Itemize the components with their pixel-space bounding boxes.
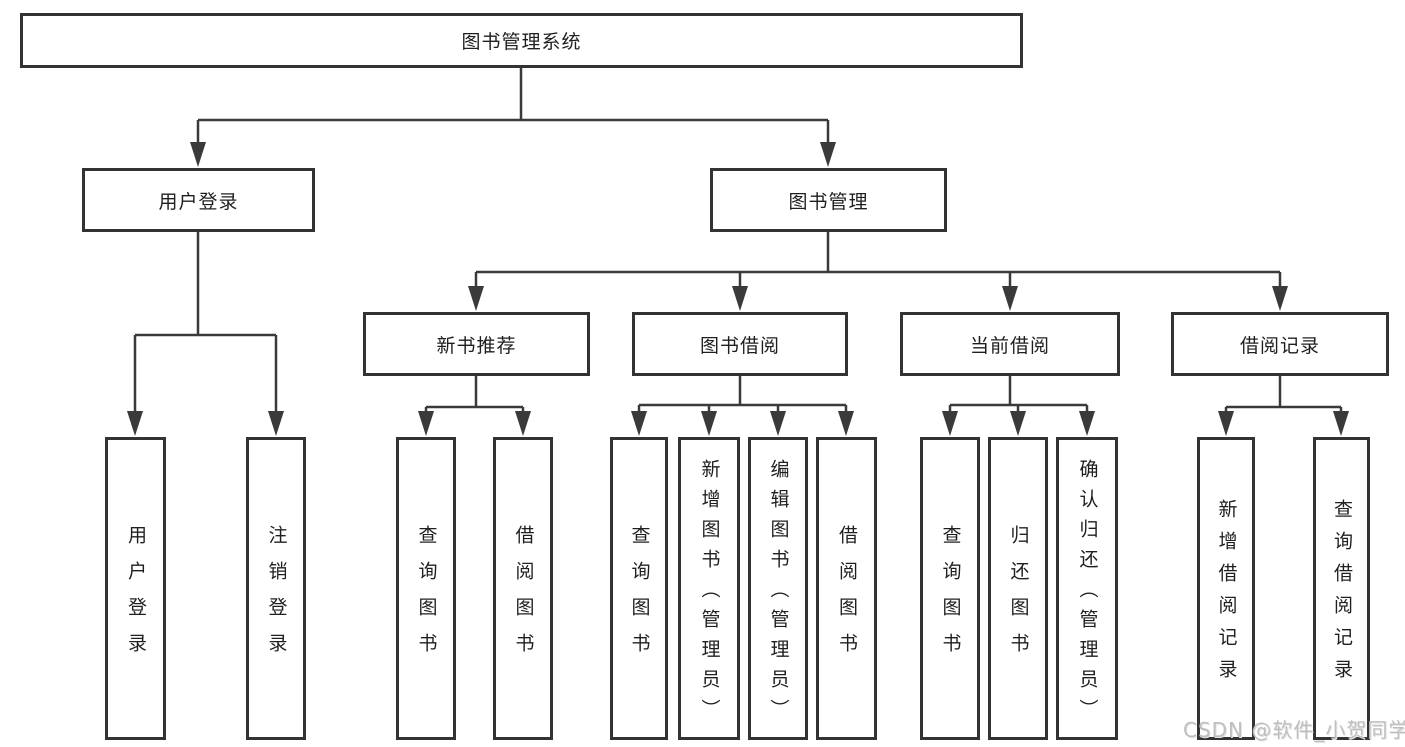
leaf-query-borrow-record: 查询借阅记录: [1313, 437, 1370, 740]
node-new-book-recommendation: 新书推荐: [363, 312, 590, 376]
leaf-label: 新增图书（管理员）: [698, 459, 721, 729]
leaf-add-book-admin: 新增图书（管理员）: [678, 437, 740, 740]
leaf-user-login: 用户登录: [105, 437, 166, 740]
leaf-label: 查询图书: [628, 525, 651, 669]
csdn-watermark: CSDN @软件_小贺同学: [1183, 718, 1405, 742]
leaf-query-books-borrowing: 查询图书: [610, 437, 668, 740]
leaf-label: 查询图书: [415, 525, 438, 669]
leaf-label: 确认归还（管理员）: [1076, 459, 1099, 729]
leaf-confirm-return-admin: 确认归还（管理员）: [1056, 437, 1118, 740]
leaf-label: 编辑图书（管理员）: [767, 459, 790, 729]
leaf-borrow-books-recommend: 借阅图书: [493, 437, 553, 740]
leaf-label: 注销登录: [265, 525, 288, 669]
leaf-label: 用户登录: [125, 525, 147, 669]
node-book-management: 图书管理: [710, 168, 947, 232]
node-library-management-system: 图书管理系统: [20, 13, 1023, 68]
node-user-login: 用户登录: [82, 168, 315, 232]
leaf-return-books: 归还图书: [988, 437, 1048, 740]
node-current-borrowing: 当前借阅: [900, 312, 1120, 376]
leaf-query-books-recommend: 查询图书: [396, 437, 456, 740]
leaf-label: 查询借阅记录: [1331, 499, 1353, 691]
node-book-borrowing: 图书借阅: [632, 312, 848, 376]
leaf-edit-book-admin: 编辑图书（管理员）: [748, 437, 808, 740]
arrowheads: [127, 142, 1349, 436]
node-borrowing-records: 借阅记录: [1171, 312, 1389, 376]
leaf-logout-login: 注销登录: [246, 437, 306, 740]
leaf-label: 借阅图书: [512, 525, 535, 669]
leaf-label: 归还图书: [1007, 525, 1030, 669]
leaf-label: 新增借阅记录: [1215, 499, 1238, 691]
leaf-add-borrow-record: 新增借阅记录: [1197, 437, 1255, 740]
leaf-query-books-current: 查询图书: [920, 437, 980, 740]
leaf-borrow-books: 借阅图书: [816, 437, 877, 740]
leaf-label: 查询图书: [939, 525, 962, 669]
leaf-label: 借阅图书: [836, 525, 858, 669]
